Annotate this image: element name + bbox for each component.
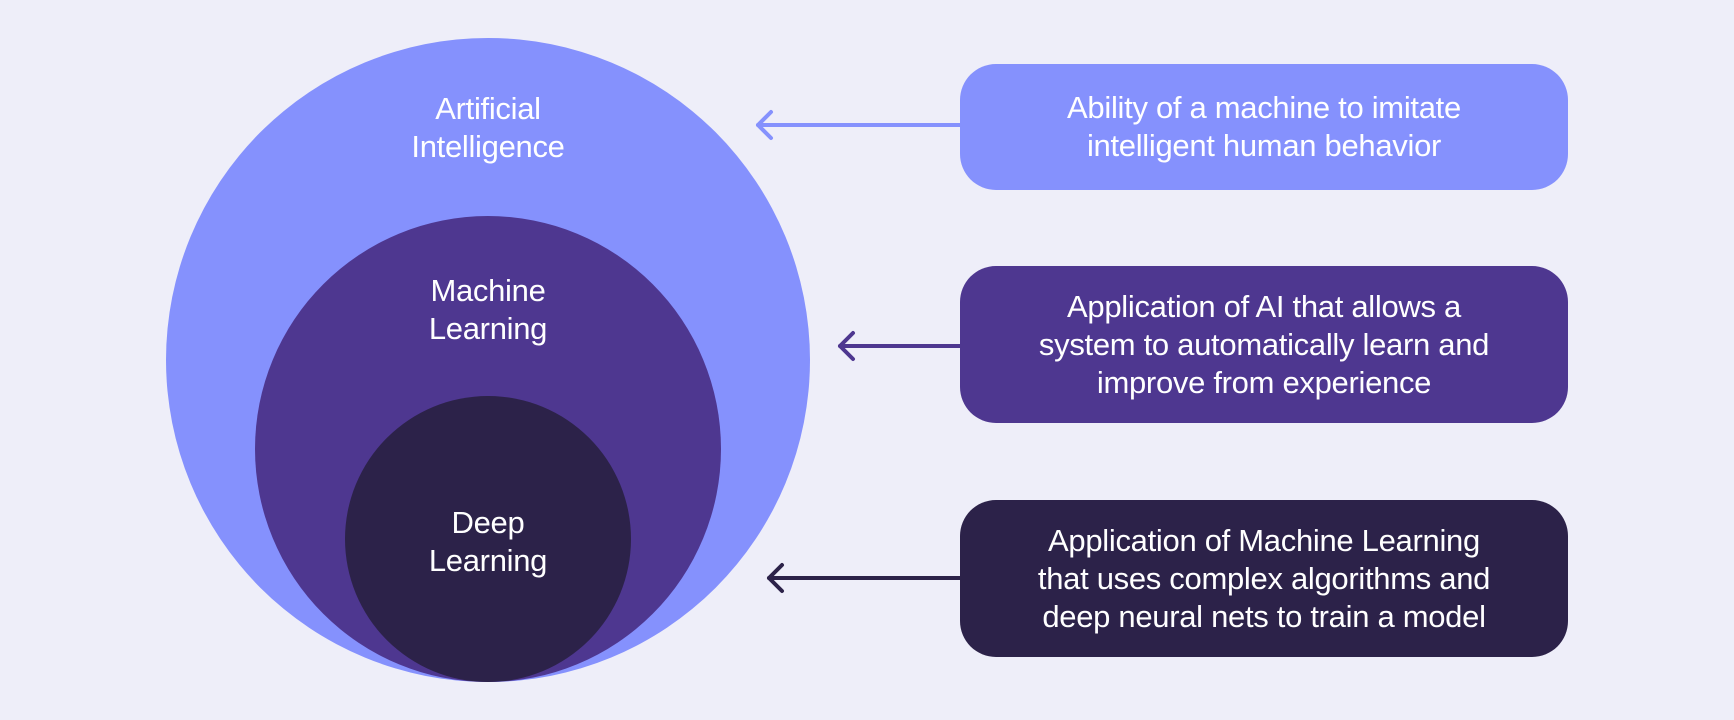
description-deep-learning: Application of Machine Learning that use… <box>960 500 1568 657</box>
description-machine-learning: Application of AI that allows a system t… <box>960 266 1568 423</box>
arrow-left-icon <box>767 563 962 593</box>
label-deep-learning: Deep Learning <box>428 505 548 578</box>
label-machine-learning: Machine Learning <box>428 273 548 346</box>
description-text: Ability of a machine to imitate intellig… <box>1067 90 1461 163</box>
description-text: Application of AI that allows a system t… <box>1038 288 1490 400</box>
circle-deep-learning <box>345 396 631 682</box>
arrow-left-icon <box>756 110 962 140</box>
label-artificial-intelligence: Artificial Intelligence <box>411 91 565 164</box>
arrow-left-icon <box>838 331 962 361</box>
description-text: Application of Machine Learning that use… <box>1037 522 1491 634</box>
description-artificial-intelligence: Ability of a machine to imitate intellig… <box>960 64 1568 190</box>
